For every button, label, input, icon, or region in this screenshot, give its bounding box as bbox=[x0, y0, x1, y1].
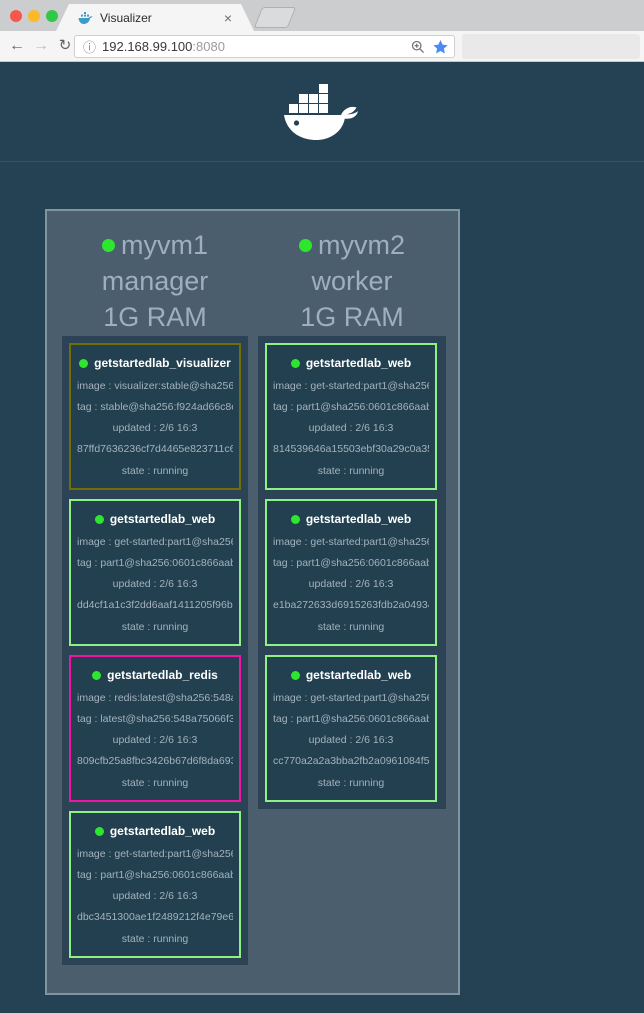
visualizer-page: myvm1 manager 1G RAM getstartedlab_visua… bbox=[0, 62, 644, 1013]
node-status-dot bbox=[102, 238, 115, 252]
close-window-button[interactable] bbox=[10, 10, 22, 22]
task-id: cc770a2a2a3bba2fb2a0961084f595 bbox=[273, 755, 429, 768]
task-id: e1ba272633d6915263fdb2a04934b bbox=[273, 599, 429, 612]
node-status-dot bbox=[299, 238, 312, 252]
task-id: dd4cf1a1c3f2dd6aaf1411205f96b0 bbox=[77, 599, 233, 612]
task-image: image : get-started:part1@sha256:06 bbox=[273, 379, 429, 392]
node-role: worker bbox=[311, 266, 393, 296]
task-tag: tag : part1@sha256:0601c866aab2a bbox=[77, 556, 233, 569]
node-header: myvm1 manager 1G RAM bbox=[62, 211, 248, 336]
task-updated: updated : 2/6 16:3 bbox=[308, 734, 394, 747]
task-state: state : running bbox=[121, 620, 189, 633]
minimize-window-button[interactable] bbox=[28, 10, 40, 22]
docker-whale-logo-icon bbox=[282, 83, 362, 141]
task-tag: tag : part1@sha256:0601c866aab2a bbox=[273, 400, 429, 413]
task-tag: tag : latest@sha256:548a75066f3f28 bbox=[77, 712, 233, 725]
task-state: state : running bbox=[121, 776, 189, 789]
task-status-dot bbox=[290, 514, 300, 524]
task-status-dot bbox=[79, 358, 89, 368]
new-tab-button[interactable] bbox=[253, 7, 297, 28]
zoom-page-icon[interactable] bbox=[411, 40, 425, 54]
task-status-dot bbox=[290, 358, 300, 368]
task-updated: updated : 2/6 16:3 bbox=[112, 578, 198, 591]
maximize-window-button[interactable] bbox=[46, 10, 58, 22]
task-state: state : running bbox=[317, 620, 385, 633]
tasks-container: getstartedlab_web image : get-started:pa… bbox=[258, 336, 446, 809]
task-image: image : get-started:part1@sha256:06 bbox=[77, 535, 233, 548]
task-image: image : get-started:part1@sha256:06 bbox=[77, 847, 233, 860]
node-header: myvm2 worker 1G RAM bbox=[258, 211, 446, 336]
node-ram: 1G RAM bbox=[300, 302, 404, 332]
browser-toolbar: ← → ↻ ⓘ 192.168.99.100 :8080 bbox=[0, 31, 644, 62]
task-image: image : get-started:part1@sha256:06 bbox=[273, 535, 429, 548]
task-updated: updated : 2/6 16:3 bbox=[308, 578, 394, 591]
task-card: getstartedlab_web image : get-started:pa… bbox=[69, 811, 241, 958]
node-myvm1: myvm1 manager 1G RAM getstartedlab_visua… bbox=[62, 211, 248, 965]
tab-title: Visualizer bbox=[100, 10, 152, 25]
url-port: :8080 bbox=[192, 39, 225, 54]
task-state: state : running bbox=[317, 464, 385, 477]
task-name: getstartedlab_web bbox=[305, 512, 412, 527]
node-name: myvm2 bbox=[318, 230, 405, 260]
task-name: getstartedlab_web bbox=[109, 824, 216, 839]
page-info-icon[interactable]: ⓘ bbox=[83, 40, 97, 55]
star-shape bbox=[433, 39, 448, 53]
task-card: getstartedlab_web image : get-started:pa… bbox=[69, 499, 241, 646]
task-state: state : running bbox=[317, 776, 385, 789]
task-status-dot bbox=[94, 826, 104, 836]
toolbar-blank-area bbox=[462, 34, 640, 59]
task-name: getstartedlab_web bbox=[109, 512, 216, 527]
node-ram: 1G RAM bbox=[103, 302, 207, 332]
task-updated: updated : 2/6 16:3 bbox=[112, 890, 198, 903]
task-card: getstartedlab_web image : get-started:pa… bbox=[265, 655, 437, 802]
tasks-container: getstartedlab_visualizer image : visuali… bbox=[62, 336, 248, 965]
task-state: state : running bbox=[121, 464, 189, 477]
bookmark-star-icon[interactable] bbox=[433, 39, 448, 54]
reload-button[interactable]: ↻ bbox=[58, 37, 72, 54]
task-card: getstartedlab_redis image : redis:latest… bbox=[69, 655, 241, 802]
task-id: dbc3451300ae1f2489212f4e79e622 bbox=[77, 911, 233, 924]
tab-visualizer[interactable]: Visualizer × bbox=[56, 4, 254, 31]
node-role: manager bbox=[101, 266, 209, 296]
task-card: getstartedlab_web image : get-started:pa… bbox=[265, 343, 437, 490]
task-id: 87ffd7636236cf7d4465e823711c692 bbox=[77, 443, 233, 456]
content-area: myvm1 manager 1G RAM getstartedlab_visua… bbox=[0, 162, 644, 995]
browser-chrome: Visualizer × ← → ↻ ⓘ 192.168.99.100 :808… bbox=[0, 0, 644, 62]
tab-close-icon[interactable]: × bbox=[223, 9, 232, 26]
task-name: getstartedlab_redis bbox=[107, 668, 218, 683]
task-tag: tag : stable@sha256:f924ad66c8e94b bbox=[77, 400, 233, 413]
page-header bbox=[0, 62, 644, 162]
task-status-dot bbox=[290, 670, 300, 680]
task-name: getstartedlab_visualizer bbox=[94, 356, 231, 371]
forward-button: → bbox=[33, 37, 49, 54]
task-name: getstartedlab_web bbox=[305, 668, 412, 683]
task-updated: updated : 2/6 16:3 bbox=[112, 734, 198, 747]
tab-strip: Visualizer × bbox=[0, 0, 644, 31]
task-tag: tag : part1@sha256:0601c866aab2a bbox=[273, 712, 429, 725]
task-tag: tag : part1@sha256:0601c866aab2a bbox=[77, 868, 233, 881]
docker-whale-favicon-icon bbox=[78, 12, 93, 24]
task-card: getstartedlab_visualizer image : visuali… bbox=[69, 343, 241, 490]
task-name: getstartedlab_web bbox=[305, 356, 412, 371]
task-tag: tag : part1@sha256:0601c866aab2a bbox=[273, 556, 429, 569]
task-image: image : redis:latest@sha256:548a75 bbox=[77, 691, 233, 704]
task-image: image : visualizer:stable@sha256:f92 bbox=[77, 379, 233, 392]
task-id: 809cfb25a8fbc3426b67d6f8da69336 bbox=[77, 755, 233, 768]
back-button[interactable]: ← bbox=[9, 37, 25, 54]
task-id: 814539646a15503ebf30a29c0a35b8 bbox=[273, 443, 429, 456]
task-image: image : get-started:part1@sha256:06 bbox=[273, 691, 429, 704]
address-bar[interactable]: ⓘ 192.168.99.100 :8080 bbox=[74, 35, 455, 58]
url-host: 192.168.99.100 bbox=[102, 39, 193, 54]
task-card: getstartedlab_web image : get-started:pa… bbox=[265, 499, 437, 646]
node-name: myvm1 bbox=[121, 230, 208, 260]
task-updated: updated : 2/6 16:3 bbox=[308, 422, 394, 435]
task-updated: updated : 2/6 16:3 bbox=[112, 422, 198, 435]
swarm-panel: myvm1 manager 1G RAM getstartedlab_visua… bbox=[45, 209, 460, 995]
node-myvm2: myvm2 worker 1G RAM getstartedlab_web im… bbox=[258, 211, 446, 809]
task-state: state : running bbox=[121, 932, 189, 945]
task-status-dot bbox=[92, 670, 102, 680]
task-status-dot bbox=[94, 514, 104, 524]
